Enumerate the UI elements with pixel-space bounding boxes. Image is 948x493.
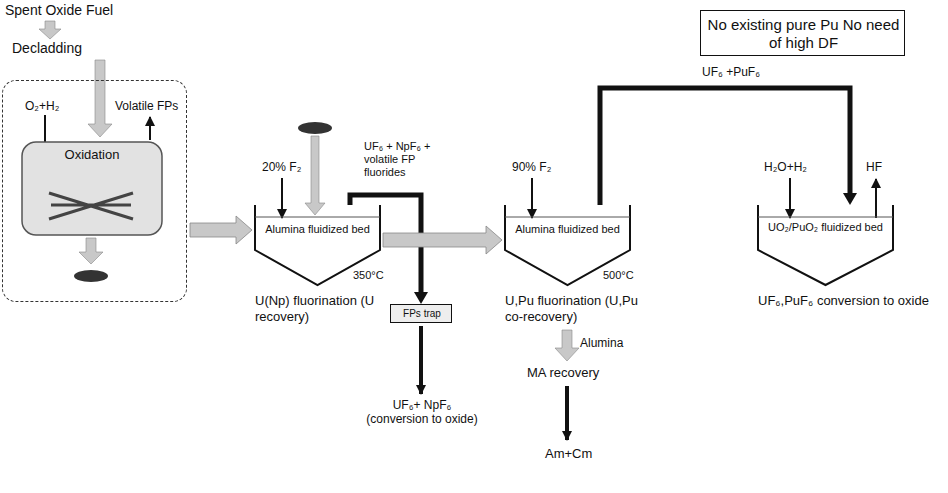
bed-level-line bbox=[255, 217, 380, 218]
node-text: Alumina fluidized bed bbox=[263, 223, 372, 236]
flow-label: 20% F₂ bbox=[262, 160, 301, 174]
node-text: UO₂/PuO₂ fluidized bed bbox=[768, 221, 883, 234]
arrow-head bbox=[843, 193, 857, 205]
flow-label: Decladding bbox=[12, 40, 82, 57]
gas-pipe bbox=[600, 88, 857, 205]
process-arrow bbox=[383, 226, 502, 254]
flow-label: Spent Oxide Fuel bbox=[5, 2, 113, 19]
bed-level-line bbox=[758, 217, 893, 218]
node-text: U(Np) fluorination (U recovery) bbox=[255, 293, 395, 324]
fluidized-bed-reactor: Alumina fluidized bed500°CU,Pu fluorinat… bbox=[505, 205, 630, 328]
feed-arrow bbox=[305, 136, 325, 215]
node-text: Alumina fluidized bed bbox=[513, 223, 622, 236]
flow-label: Am+Cm bbox=[545, 446, 592, 462]
fp-trap: FPs trap bbox=[390, 304, 452, 323]
product-arrow bbox=[419, 326, 423, 394]
fluidized-bed-reactor: Alumina fluidized bed350°CU(Np) fluorina… bbox=[255, 205, 380, 328]
vessel-outline bbox=[756, 205, 895, 289]
node-text: No existing pure Pu No need of high DF bbox=[707, 16, 900, 52]
gas-outlet-arrow bbox=[875, 179, 877, 218]
powder-symbol bbox=[298, 122, 332, 134]
gas-pipe bbox=[350, 195, 428, 304]
node-text: FPs trap bbox=[391, 308, 453, 320]
pipe-label: UF₆ + NpF₆ + volatile FP fluorides bbox=[362, 140, 458, 180]
flow-arrow bbox=[555, 330, 579, 361]
note-box: No existing pure Pu No need of high DF bbox=[700, 10, 905, 56]
gas-inlet-arrow bbox=[531, 178, 533, 218]
node-text: 500°C bbox=[603, 269, 634, 282]
flow-label: MA recovery bbox=[527, 365, 599, 381]
powder-symbol bbox=[74, 270, 108, 282]
process-arrow bbox=[190, 216, 252, 244]
gas-inlet-arrow bbox=[281, 178, 283, 218]
gas-outlet-arrow bbox=[149, 117, 151, 140]
process-arrow bbox=[383, 226, 502, 254]
conversion-reactor: UO₂/PuO₂ fluidized bedUF₆,PuF₆ conversio… bbox=[758, 205, 943, 312]
flow-label: H₂O+H₂ bbox=[764, 160, 807, 174]
vessel-outline bbox=[22, 142, 162, 235]
flow-arrow bbox=[79, 238, 103, 264]
flow-label: Alumina bbox=[580, 336, 623, 350]
process-arrow bbox=[190, 216, 252, 244]
gas-inlet-arrow bbox=[789, 178, 791, 218]
flow-arrow bbox=[39, 21, 61, 39]
node-text: Oxidation bbox=[21, 147, 163, 163]
flow-label: 90% F₂ bbox=[512, 160, 551, 174]
arrow-head bbox=[414, 292, 428, 304]
node-text: 350°C bbox=[353, 269, 384, 282]
product-arrow bbox=[565, 386, 569, 440]
node-text: Volatile FPs bbox=[115, 99, 178, 113]
bed-level-line bbox=[505, 217, 630, 218]
process-region: O₂+H₂ Volatile FPsOxidation bbox=[2, 80, 187, 302]
pipe-label: UF₆ +PuF₆ bbox=[700, 65, 762, 79]
node-text: UF₆,PuF₆ conversion to oxide bbox=[758, 293, 943, 309]
node-text: U,Pu fluorination (U,Pu co-recovery) bbox=[505, 293, 645, 324]
oxidation-vessel: Oxidation bbox=[21, 141, 163, 236]
flow-arrow bbox=[88, 60, 112, 137]
fuel-pin-symbol bbox=[49, 193, 133, 219]
node-text: O₂+H₂ bbox=[25, 99, 59, 113]
gas-pipe bbox=[600, 88, 850, 205]
vessel-outline bbox=[758, 205, 893, 285]
flow-label: HF bbox=[866, 160, 882, 174]
flow-label: UF₆+ NpF₆ (conversion to oxide) bbox=[362, 398, 482, 427]
